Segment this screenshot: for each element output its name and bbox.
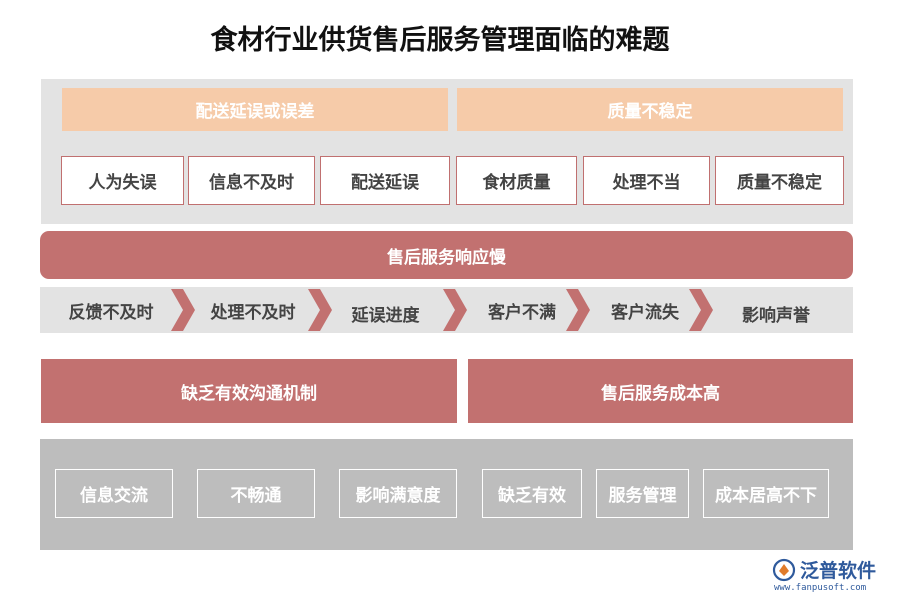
bottom-header-communication: 缺乏有效沟通机制 xyxy=(41,359,457,423)
cause-box: 食材质量 xyxy=(456,156,577,205)
cause-box: 信息不及时 xyxy=(188,156,315,205)
cause-box: 配送延误 xyxy=(320,156,450,205)
cause-box: 人为失误 xyxy=(61,156,184,205)
chevron-right-icon xyxy=(566,289,590,331)
response-slow-bar: 售后服务响应慢 xyxy=(40,231,853,279)
top-header-delivery: 配送延误或误差 xyxy=(62,88,448,131)
cause-box: 质量不稳定 xyxy=(715,156,844,205)
bottom-panel xyxy=(40,439,853,550)
issue-box: 影响满意度 xyxy=(339,469,457,518)
chevron-right-icon xyxy=(171,289,195,331)
fanpu-logo-icon xyxy=(772,558,796,582)
chevron-right-icon xyxy=(308,289,332,331)
brand-logo: 泛普软件 www.fanpusoft.com xyxy=(772,556,897,596)
issue-box: 成本居高不下 xyxy=(703,469,829,518)
chevron-right-icon xyxy=(689,289,713,331)
issue-box: 不畅通 xyxy=(197,469,315,518)
flow-step: 影响声誉 xyxy=(742,305,810,326)
cause-box: 处理不当 xyxy=(583,156,710,205)
chevron-right-icon xyxy=(443,289,467,331)
page-title: 食材行业供货售后服务管理面临的难题 xyxy=(210,25,670,56)
bottom-header-cost: 售后服务成本高 xyxy=(468,359,853,423)
flow-step: 延误进度 xyxy=(351,305,420,326)
flow-step: 处理不及时 xyxy=(210,302,296,323)
flow-step: 客户不满 xyxy=(488,302,556,323)
flow-step: 客户流失 xyxy=(611,302,679,323)
issue-box: 服务管理 xyxy=(596,469,689,518)
issue-box: 缺乏有效 xyxy=(482,469,582,518)
logo-url: www.fanpusoft.com xyxy=(774,583,867,593)
logo-name: 泛普软件 xyxy=(800,560,877,582)
issue-box: 信息交流 xyxy=(55,469,173,518)
top-header-quality: 质量不稳定 xyxy=(457,88,843,131)
flow-step: 反馈不及时 xyxy=(68,302,154,323)
